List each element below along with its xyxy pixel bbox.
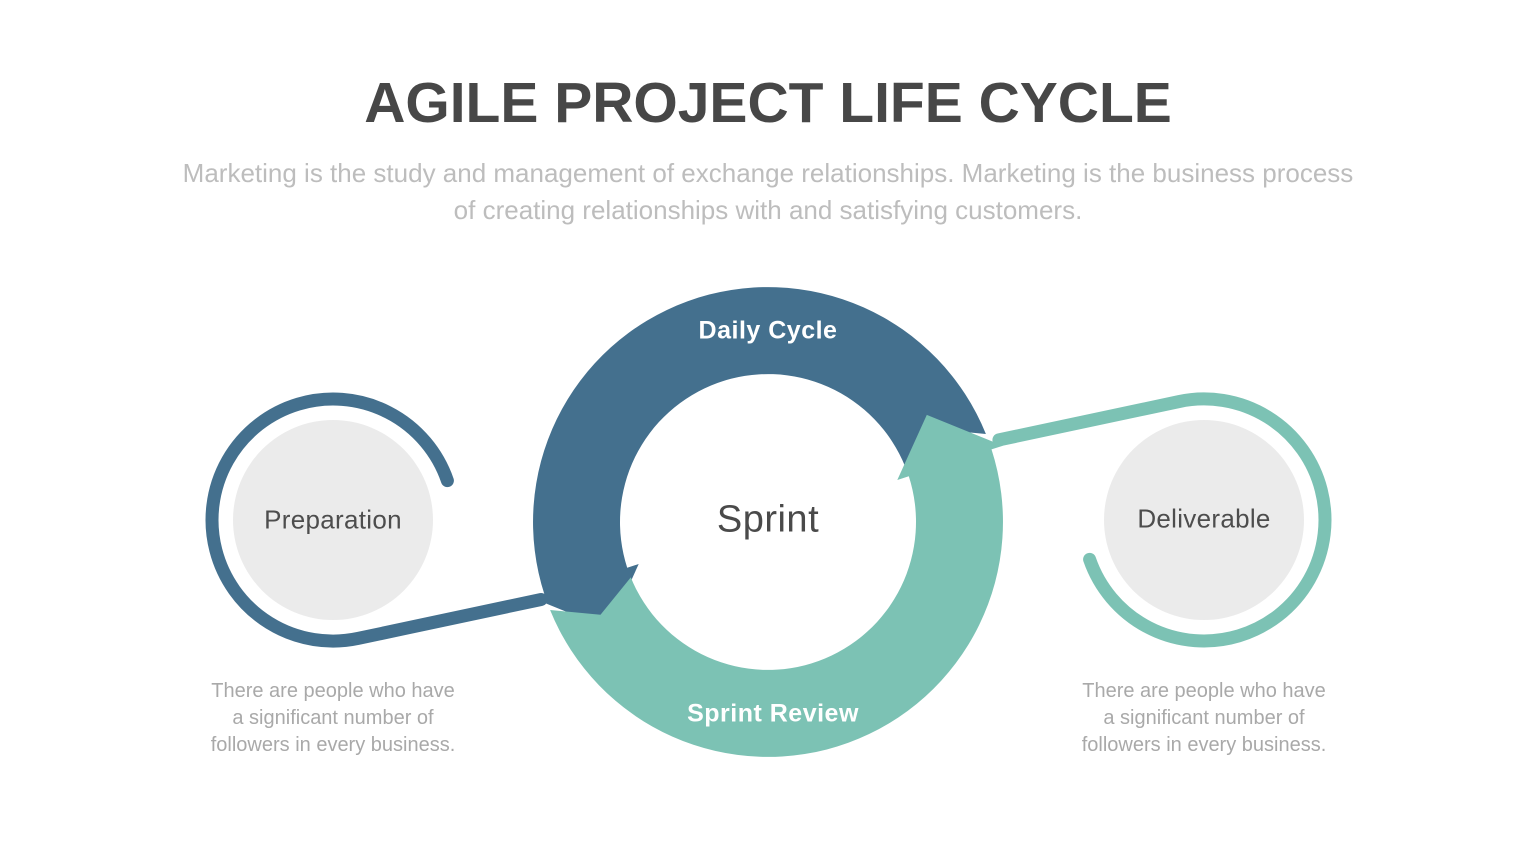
preparation-circle [233,420,433,620]
deliverable-ring-connector [992,392,1332,648]
deliverable-circle [1104,420,1304,620]
sprint-label: Sprint [716,498,820,541]
preparation-description: There are people who have a significant … [210,680,456,756]
deliverable-description: There are people who have a significant … [1081,680,1327,756]
sprint-review-arc-arrow [550,414,1003,757]
sprint-review-label: Sprint Review [687,699,859,728]
page-subtitle: Marketing is the study and management of… [182,158,1354,225]
preparation-ring-connector [205,392,548,648]
deliverable-label: Deliverable [1137,503,1271,534]
daily-cycle-label: Daily Cycle [698,316,838,345]
page-title: AGILE PROJECT LIFE CYCLE [364,71,1172,135]
daily-cycle-arc-arrow [533,287,986,630]
preparation-label: Preparation [264,504,402,535]
